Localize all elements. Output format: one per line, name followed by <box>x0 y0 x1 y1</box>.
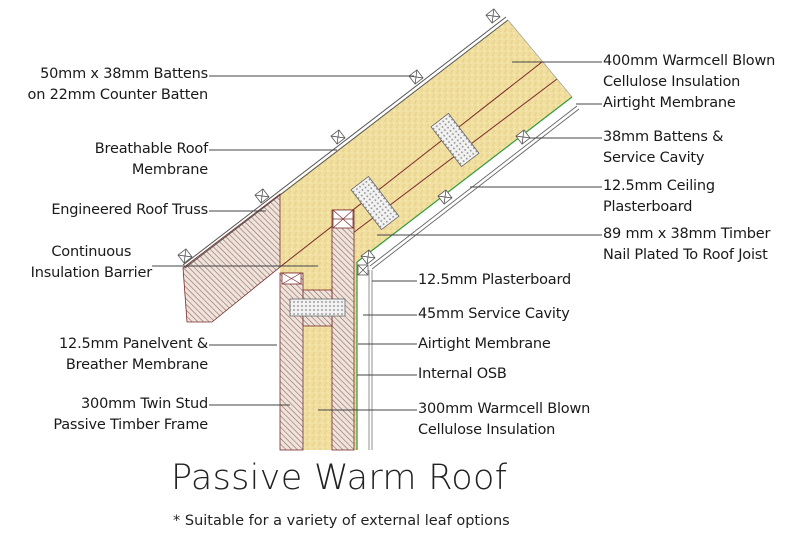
roof-membrane-inner-line <box>184 19 509 269</box>
label-line: Breathable Roof <box>94 141 208 157</box>
label-line: 38mm Battens & <box>603 129 724 145</box>
diagram-title: Passive Warm Roof <box>171 458 508 498</box>
label-line: Passive Timber Frame <box>53 417 208 433</box>
label-roof-truss: Engineered Roof Truss <box>51 200 208 221</box>
nail-plate-roof-lower <box>350 175 400 231</box>
airtight-membrane-ceiling <box>356 96 573 263</box>
label-wall-plasterboard: 12.5mm Plasterboard <box>418 270 571 291</box>
label-line: Nail Plated To Roof Joist <box>603 247 768 263</box>
label-line: Continuous <box>51 244 132 260</box>
label-line: 12.5mm Ceiling <box>603 178 715 194</box>
label-line: 50mm x 38mm Battens <box>40 66 208 82</box>
label-line: 89 mm x 38mm Timber <box>603 226 771 242</box>
label-line: Engineered Roof Truss <box>51 202 208 218</box>
nail-plate-wall <box>289 298 346 317</box>
label-line: Service Cavity <box>603 150 705 166</box>
label-line: Insulation Barrier <box>30 265 153 281</box>
label-line: Airtight Membrane <box>418 336 551 352</box>
label-line: Membrane <box>131 162 208 178</box>
inner-stud-plate <box>332 209 354 229</box>
label-service-cavity: 45mm Service Cavity <box>418 304 570 325</box>
label-line: 45mm Service Cavity <box>418 306 570 322</box>
label-battens-service-cavity: 38mm Battens & Service Cavity <box>603 127 723 169</box>
label-line: Plasterboard <box>603 199 693 215</box>
truss-chord-top <box>279 61 543 268</box>
label-line: Cellulose Insulation <box>418 422 556 438</box>
label-battens: 50mm x 38mm Battens on 22mm Counter Batte… <box>27 64 209 106</box>
label-line: Breather Membrane <box>65 357 208 373</box>
label-line: on 22mm Counter Batten <box>27 87 209 103</box>
leader-lines <box>152 61 602 411</box>
footnote: * Suitable for a variety of external lea… <box>173 513 510 529</box>
label-panelvent: 12.5mm Panelvent & Breather Membrane <box>59 334 208 376</box>
engineered-roof-truss <box>182 193 281 323</box>
label-line: Internal OSB <box>418 366 507 382</box>
ceiling-plasterboard <box>369 105 578 267</box>
label-airtight-membrane-roof: Airtight Membrane <box>603 93 736 114</box>
label-line: 12.5mm Plasterboard <box>418 272 571 288</box>
outer-stud-plate <box>281 272 302 285</box>
label-line: 12.5mm Panelvent & <box>59 336 208 352</box>
label-internal-osb: Internal OSB <box>418 364 507 385</box>
label-line: 300mm Warmcell Blown <box>418 401 591 417</box>
label-line: Airtight Membrane <box>603 95 736 111</box>
label-line: Cellulose Insulation <box>603 74 741 90</box>
label-airtight-membrane-wall: Airtight Membrane <box>418 334 551 355</box>
label-line: 400mm Warmcell Blown <box>603 53 776 69</box>
ceiling-plasterboard-inner <box>371 108 580 270</box>
nail-plate-roof-upper <box>430 112 480 168</box>
breathable-roof-membrane <box>182 16 507 266</box>
insulation-end-line <box>507 19 573 98</box>
inner-stud <box>331 209 355 451</box>
label-line: 300mm Twin Stud <box>81 396 208 412</box>
